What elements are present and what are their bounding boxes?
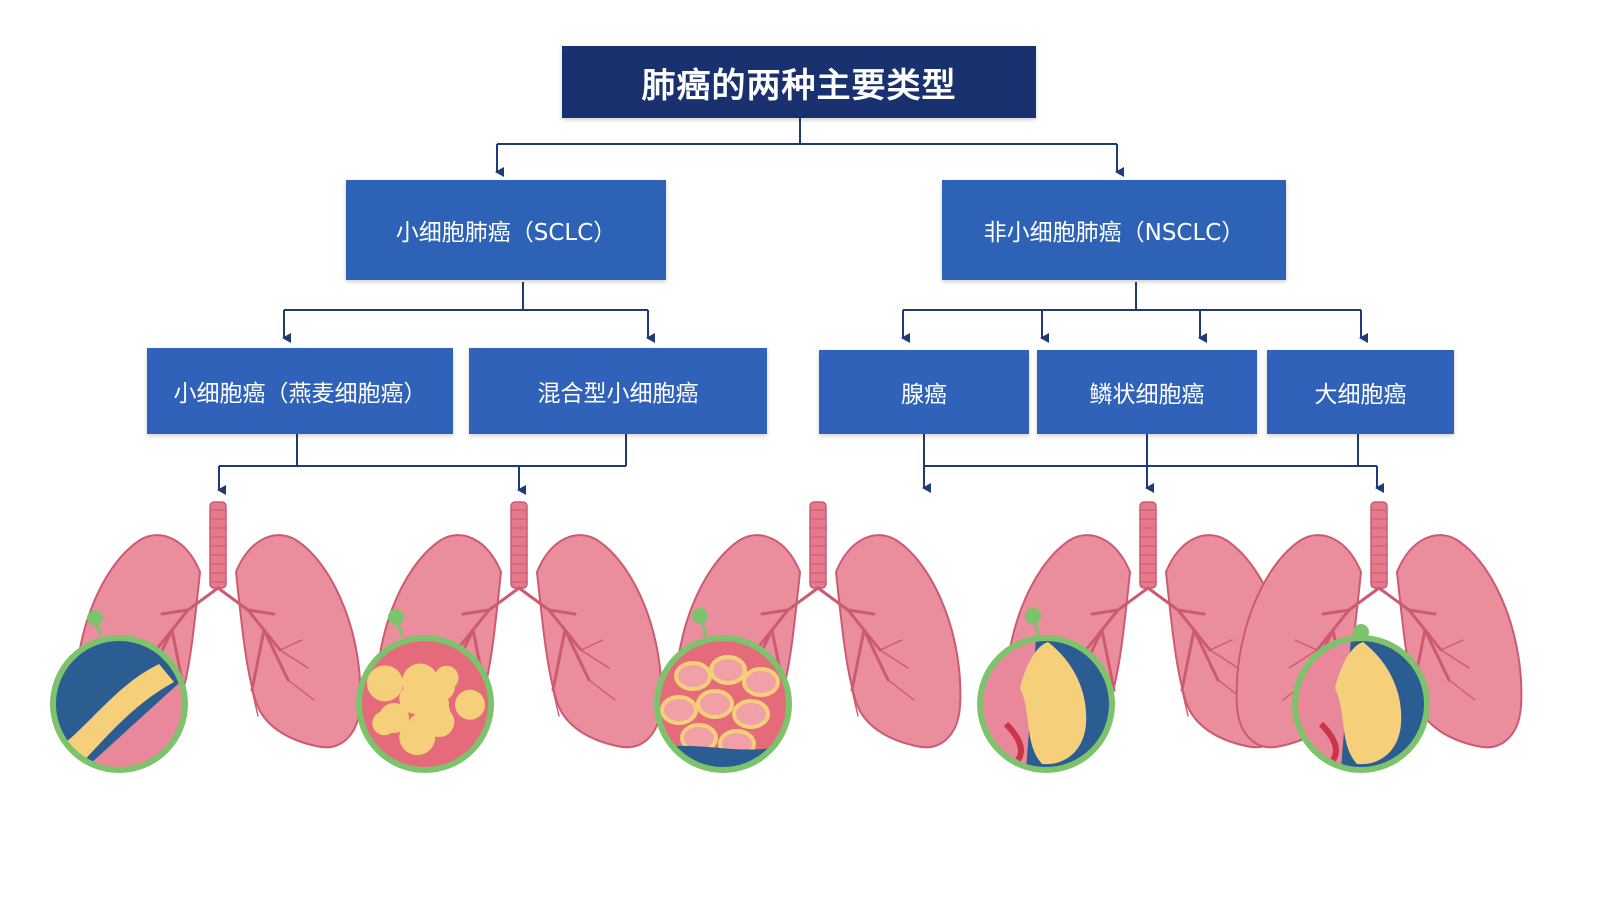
bronchi xyxy=(746,586,890,692)
gland xyxy=(660,695,698,725)
tumor-cell xyxy=(424,671,455,702)
trachea xyxy=(1139,501,1157,589)
tumor xyxy=(1020,642,1087,765)
zoom-ring xyxy=(356,635,494,773)
tumor xyxy=(1335,642,1402,765)
subtype-adenocarcinoma: 腺癌 xyxy=(819,350,1029,434)
category-nsclc: 非小细胞肺癌（NSCLC） xyxy=(942,180,1286,280)
zoom-dot xyxy=(1025,608,1041,624)
gland xyxy=(742,667,780,697)
subtype-squamous-cell: 鳞状细胞癌 xyxy=(1037,350,1257,434)
zoom-dot xyxy=(692,608,708,624)
connector-title xyxy=(497,118,1117,145)
zoom-ring xyxy=(654,635,792,773)
zoom-detail xyxy=(356,635,494,773)
zoom-ring xyxy=(50,635,188,773)
connector-nsclc xyxy=(903,282,1361,311)
zoom-detail xyxy=(654,635,792,773)
zoom-dot xyxy=(87,610,103,626)
zoom-ring xyxy=(977,635,1115,773)
bronchi xyxy=(447,586,591,692)
subtype-small-cell: 小细胞癌（燕麦细胞癌） xyxy=(147,348,453,434)
tumor-cell xyxy=(366,665,403,702)
zoom-detail xyxy=(50,635,188,773)
zoom-dot xyxy=(388,609,404,625)
bronchi xyxy=(146,586,290,692)
connector-nsclc-lungs xyxy=(923,434,1377,467)
bronchi xyxy=(1076,586,1220,692)
trachea xyxy=(809,501,827,589)
connector-sclc-lungs xyxy=(219,434,627,467)
category-sclc: 小细胞肺癌（SCLC） xyxy=(346,180,666,280)
zoom-detail xyxy=(977,635,1115,773)
tumor xyxy=(64,664,174,766)
zoom-ring xyxy=(1292,635,1430,773)
subtype-large-cell: 大细胞癌 xyxy=(1267,350,1454,434)
trachea xyxy=(510,501,528,589)
tumor-cell xyxy=(379,703,410,734)
trachea xyxy=(209,501,227,589)
gland xyxy=(732,699,770,729)
gland xyxy=(709,655,747,685)
zoom-detail xyxy=(1292,635,1430,773)
subtype-combined-small-cell: 混合型小细胞癌 xyxy=(469,348,767,434)
diagram-title: 肺癌的两种主要类型 xyxy=(562,46,1036,118)
bronchi xyxy=(1307,586,1451,692)
tumor-cell xyxy=(407,714,432,739)
tumor-cell xyxy=(454,689,485,720)
trachea xyxy=(1370,501,1388,589)
connector-sclc xyxy=(284,282,648,311)
gland xyxy=(674,661,712,691)
gland xyxy=(696,689,734,719)
